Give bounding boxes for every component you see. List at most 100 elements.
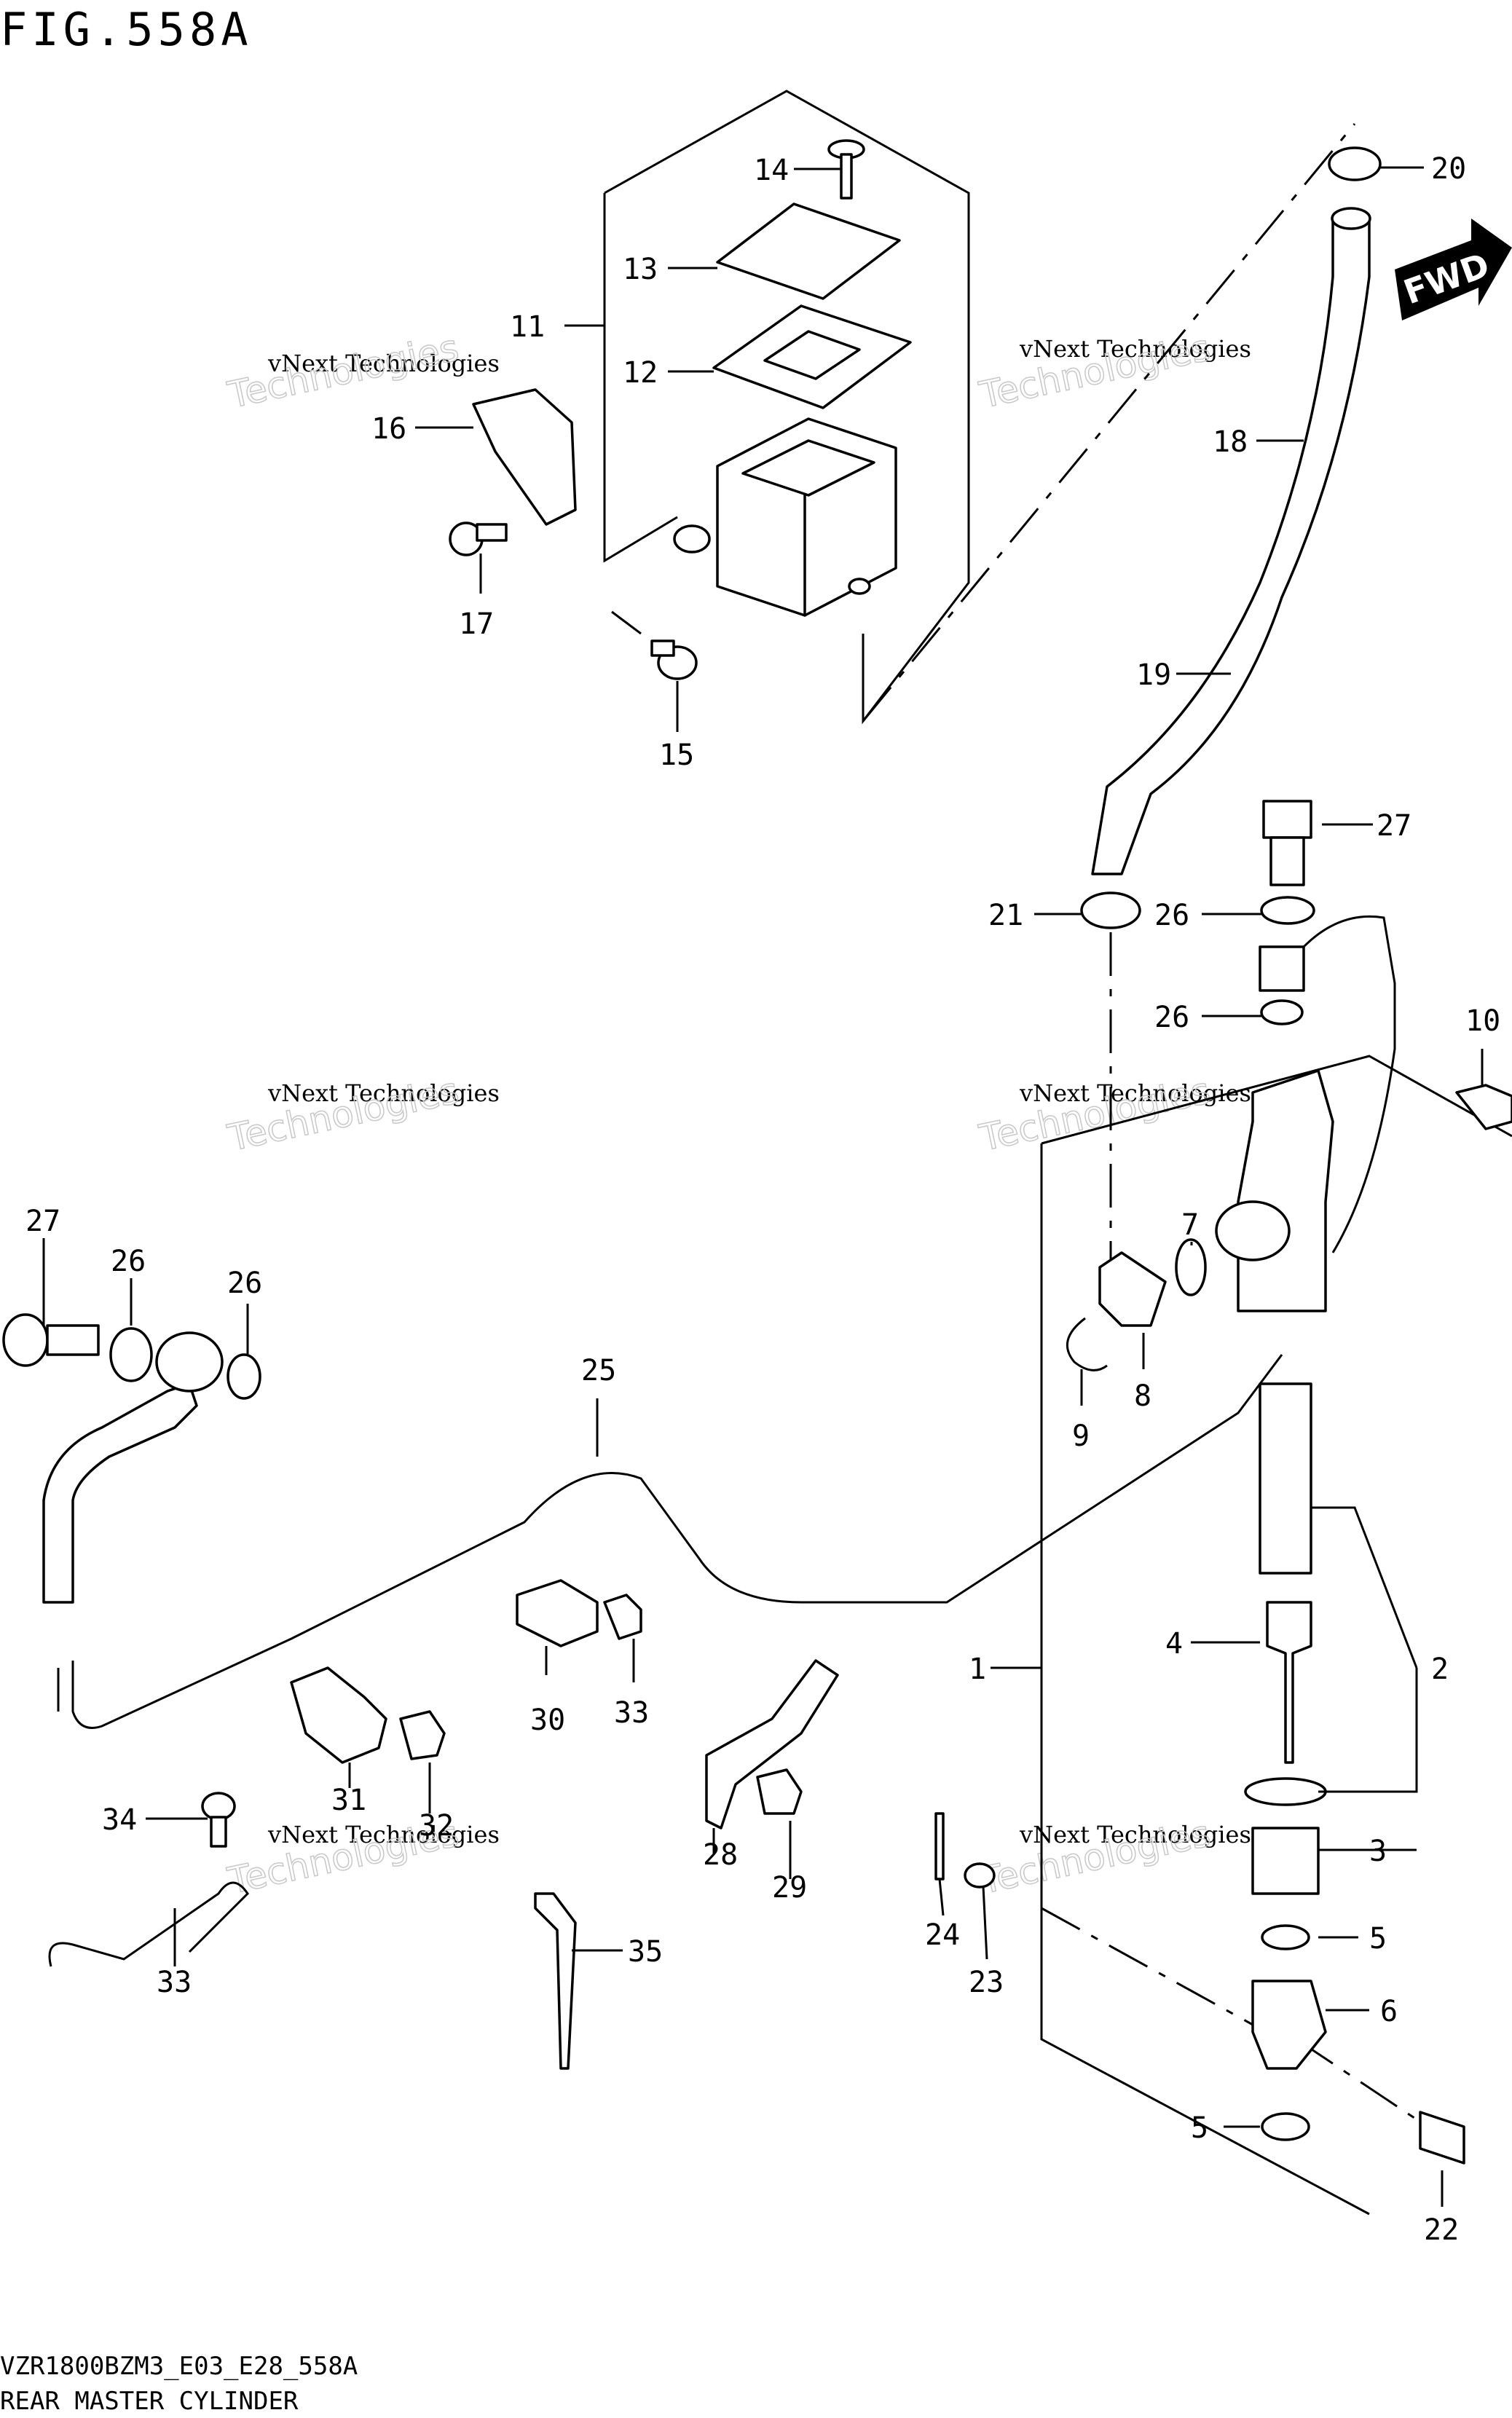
part-9-circlip <box>1066 1317 1108 1371</box>
part-32-bolt <box>399 1710 446 1760</box>
callout-13: 13 <box>623 253 658 286</box>
part-25-hose-line <box>71 1354 1283 1729</box>
part-16-bracket <box>472 388 577 526</box>
callout-35: 35 <box>628 1935 663 1969</box>
watermark-line2: Technologies <box>224 326 462 417</box>
callout-24: 24 <box>925 1918 960 1952</box>
cylinder-group-frame <box>1040 1055 1512 2216</box>
callout-12: 12 <box>623 356 658 390</box>
part-23-washer <box>964 1862 996 1889</box>
callout-25: 25 <box>581 1354 616 1387</box>
watermark-line1: vNext Technologies <box>1019 1821 1251 1848</box>
part-25-brake-hose <box>42 1382 198 1604</box>
part-26-washer <box>1260 896 1315 925</box>
brake-pipe-union <box>1259 945 1305 992</box>
callout-4: 4 <box>1165 1627 1183 1661</box>
part-5-nut <box>1261 1924 1310 1950</box>
part-5-nut <box>1261 2112 1310 2141</box>
part-35-cable-tie <box>534 1892 577 2070</box>
part-26-washer <box>1260 999 1304 1025</box>
piston-spring <box>1259 1382 1312 1575</box>
part-27-banjo-bolt <box>1262 800 1312 886</box>
part-28-bracket <box>705 1659 839 1830</box>
callout-31: 31 <box>331 1784 366 1817</box>
part-18-hose-end <box>1331 207 1371 230</box>
part-3-boot <box>1251 1827 1320 1895</box>
watermark: vNext Technologies Technologies <box>975 1811 1251 1902</box>
part-31-clip <box>290 1666 387 1764</box>
part-20-clamp <box>1328 146 1382 181</box>
callout-8: 8 <box>1134 1379 1151 1413</box>
part-7-o-ring <box>1175 1238 1207 1296</box>
part-27-banjo-bolt-left <box>2 1313 100 1367</box>
model-code: VZR1800BZM3_E03_E28_558A <box>0 2352 358 2381</box>
callout-20: 20 <box>1431 152 1466 186</box>
part-6-clevis <box>1251 1980 1327 2070</box>
callout-26: 26 <box>1154 899 1189 932</box>
long-dash-line <box>862 123 1356 722</box>
callout-29: 29 <box>772 1871 807 1905</box>
callout-21: 21 <box>988 899 1023 932</box>
callout-3: 3 <box>1369 1835 1387 1868</box>
brake-pipe-top <box>1302 915 1396 1253</box>
callout-33b: 33 <box>157 1966 192 1999</box>
callout-32: 32 <box>419 1809 454 1843</box>
part-29-bolt <box>756 1768 803 1815</box>
part-33-bolt <box>603 1594 642 1640</box>
part-30-clip <box>516 1579 599 1647</box>
part-14-screw <box>827 139 865 200</box>
watermark-line1: vNext Technologies <box>267 350 500 377</box>
watermark-line1: vNext Technologies <box>267 1079 500 1107</box>
part-17-bolt <box>449 521 508 556</box>
part-12-diaphragm-inner <box>763 330 861 380</box>
callout-labels: 1 2 3 4 5 5 6 7 8 9 10 11 12 13 14 15 16… <box>25 152 1500 2247</box>
callout-30: 30 <box>530 1704 565 1737</box>
fwd-direction-arrow: FWD <box>1395 218 1512 320</box>
pin-dash-line <box>1296 2038 1428 2128</box>
callout-11: 11 <box>510 310 545 344</box>
callout-26c: 26 <box>111 1245 146 1278</box>
callout-9: 9 <box>1072 1419 1090 1453</box>
watermark: vNext Technologies Technologies <box>975 1068 1251 1159</box>
watermark: vNext Technologies Technologies <box>224 1811 500 1902</box>
callout-23: 23 <box>969 1966 1004 1999</box>
part-24-cotter-pin <box>934 1812 945 1881</box>
callout-5: 5 <box>1369 1922 1387 1956</box>
part-11-reservoir <box>673 417 897 617</box>
part-4-pushrod <box>1266 1601 1312 1764</box>
part-10-bolt <box>1455 1084 1512 1130</box>
part-18-19-hose <box>1091 217 1371 875</box>
callout-1: 1 <box>969 1653 986 1686</box>
reservoir-group-frame-left <box>603 193 678 563</box>
watermark: vNext Technologies Technologies <box>975 326 1251 417</box>
watermark-line1: vNext Technologies <box>267 1821 500 1848</box>
reservoir-group-frame <box>604 90 970 725</box>
part-15-bolt <box>650 639 698 680</box>
part-22-pin <box>1419 2111 1465 2165</box>
part-26-washer-left <box>227 1353 261 1400</box>
banjo-union-left <box>155 1331 224 1393</box>
reservoir-dash-line <box>611 610 642 635</box>
callout-26d: 26 <box>227 1267 262 1300</box>
callout-17: 17 <box>459 607 494 641</box>
watermark: vNext Technologies Technologies <box>224 326 500 417</box>
figure-title: FIG.558A <box>0 3 253 56</box>
callout-34: 34 <box>102 1803 137 1837</box>
callout-10: 10 <box>1465 1004 1500 1038</box>
watermark: vNext Technologies Technologies <box>224 1068 500 1159</box>
callout-18: 18 <box>1213 425 1248 459</box>
part-33-wire-clip <box>48 1881 249 1967</box>
part-8-connector <box>1098 1251 1167 1327</box>
callout-2: 2 <box>1431 1653 1449 1686</box>
figure-caption: REAR MASTER CYLINDER <box>0 2387 299 2416</box>
callout-5b: 5 <box>1191 2111 1208 2145</box>
part-13-cap <box>716 202 901 300</box>
callout-26b: 26 <box>1154 1001 1189 1034</box>
callout-33: 33 <box>614 1696 649 1730</box>
callout-28: 28 <box>703 1838 738 1872</box>
part-34-bolt <box>201 1792 236 1848</box>
callout-14: 14 <box>754 154 789 187</box>
callout-27: 27 <box>1377 809 1411 843</box>
part-26-washer-left <box>109 1327 153 1382</box>
